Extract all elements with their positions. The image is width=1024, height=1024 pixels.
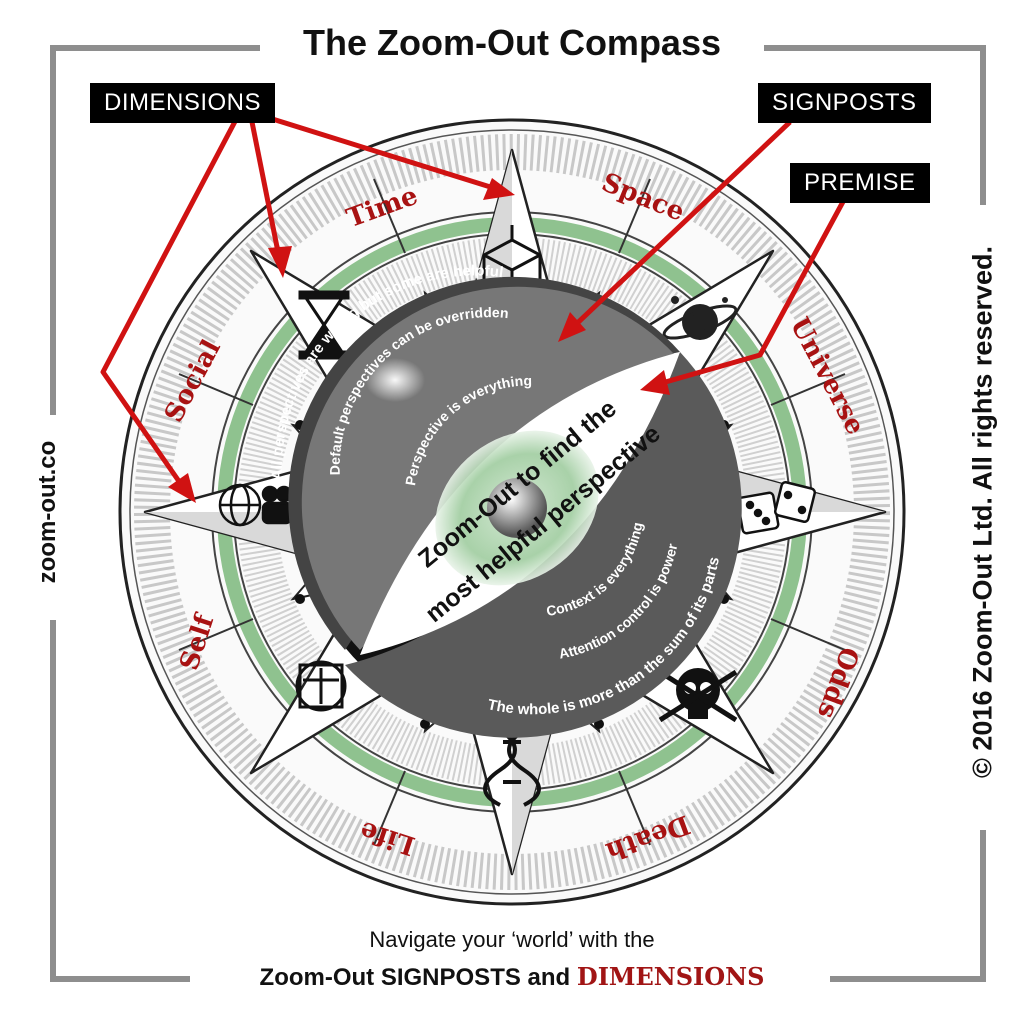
glare [365, 358, 425, 402]
skull-icon [658, 668, 738, 723]
tag-dimensions: DIMENSIONS [90, 83, 276, 123]
frame-right-lower [980, 830, 986, 982]
hourglass-icon [298, 290, 350, 360]
frame-left-lower [50, 620, 56, 982]
dna-icon [483, 728, 541, 807]
page-title-text: The Zoom-Out Compass [284, 22, 739, 63]
footer-line-2: Zoom-Out SIGNPOSTS and DIMENSIONS [0, 962, 1024, 992]
footer-accent: DIMENSIONS [576, 962, 765, 991]
arrow-dim-to-social [100, 110, 243, 492]
copyright-label: © 2016 Zoom-Out Ltd. All rights reserved… [967, 246, 998, 778]
frame-left-upper [50, 45, 56, 415]
frame-top-right [764, 45, 986, 51]
arrow-signposts [568, 120, 792, 332]
arrow-dim-to-space [249, 109, 501, 193]
footer-prefix: Zoom-Out SIGNPOSTS and [259, 964, 577, 991]
website-label: zoom-out.co [34, 440, 61, 584]
tag-signposts: SIGNPOSTS [758, 83, 931, 123]
footer-line-1: Navigate your ‘world’ with the [369, 927, 655, 952]
vitruvian-icon [295, 660, 347, 712]
frame-right-upper [980, 45, 986, 205]
arrows [100, 109, 848, 492]
arrow-premise [654, 196, 848, 388]
frame-top-left [50, 45, 260, 51]
frame-bottom-right [830, 976, 986, 982]
frame-bottom-left [50, 976, 190, 982]
page-title: The Zoom-Out Compass [0, 22, 1024, 64]
tag-premise: PREMISE [790, 163, 930, 203]
dice-icon [736, 480, 817, 535]
planet-icon [662, 296, 738, 340]
arrow-dim-to-time [247, 111, 283, 263]
outer-ring-inner-line [129, 129, 895, 895]
arrowheads [168, 178, 670, 503]
eye-pupil [487, 478, 547, 538]
